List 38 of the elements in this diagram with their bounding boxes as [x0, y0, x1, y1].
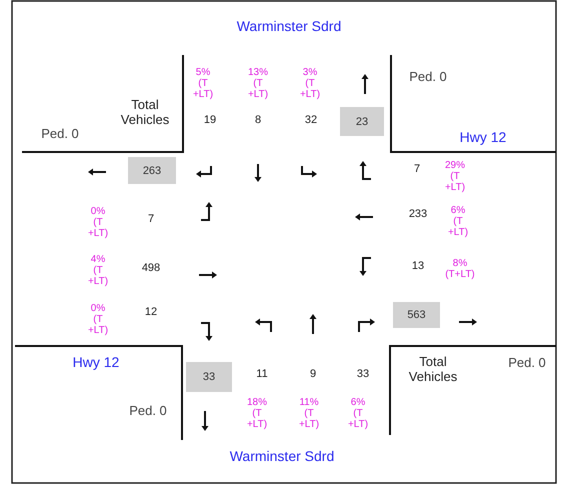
count-value: 498 — [140, 262, 162, 275]
street-name: Warminster Sdrd — [236, 18, 342, 34]
count-value: 12 — [144, 306, 158, 319]
pedestrian-count: Ped. 0 — [408, 70, 448, 85]
total-count-box: 563 — [393, 302, 440, 328]
street-name: Warminster Sdrd — [228, 448, 336, 464]
percentage-label: 5% (T +LT) — [192, 67, 214, 100]
pedestrian-count: Ped. 0 — [507, 356, 547, 371]
total-count-box: 23 — [340, 107, 384, 136]
count-value: 7 — [412, 163, 422, 176]
count-value: 13 — [410, 260, 426, 273]
percentage-label: 4% (T +LT) — [86, 254, 110, 287]
count-value: 7 — [146, 213, 156, 226]
count-value: 233 — [408, 208, 428, 221]
percentage-label: 13% (T +LT) — [246, 67, 270, 100]
count-value: 19 — [202, 114, 218, 127]
percentage-label: 0% (T +LT) — [86, 303, 110, 336]
total-count-box: 263 — [128, 157, 176, 184]
street-name: Hwy 12 — [72, 354, 120, 370]
percentage-label: 3% (T +LT) — [298, 67, 322, 100]
count-value: 11 — [255, 368, 269, 381]
percentage-label: 6% (T +LT) — [346, 397, 370, 430]
percentage-label: 18% (T +LT) — [246, 397, 268, 430]
total-label: Total Vehicles — [408, 355, 458, 385]
count-value: 8 — [254, 114, 262, 127]
total-label: Total Vehicles — [120, 98, 170, 128]
percentage-label: 8% (T+LT) — [444, 258, 476, 280]
percentage-label: 0% (T +LT) — [86, 206, 110, 239]
count-value: 33 — [356, 368, 370, 381]
total-count-box: 33 — [186, 362, 232, 392]
count-value: 32 — [304, 114, 318, 127]
pedestrian-count: Ped. 0 — [128, 404, 168, 419]
pedestrian-count: Ped. 0 — [40, 127, 80, 142]
percentage-label: 29% (T +LT) — [444, 160, 466, 193]
percentage-label: 11% (T +LT) — [298, 397, 320, 430]
street-name: Hwy 12 — [458, 129, 508, 146]
count-value: 9 — [308, 368, 318, 381]
percentage-label: 6% (T +LT) — [446, 205, 470, 238]
